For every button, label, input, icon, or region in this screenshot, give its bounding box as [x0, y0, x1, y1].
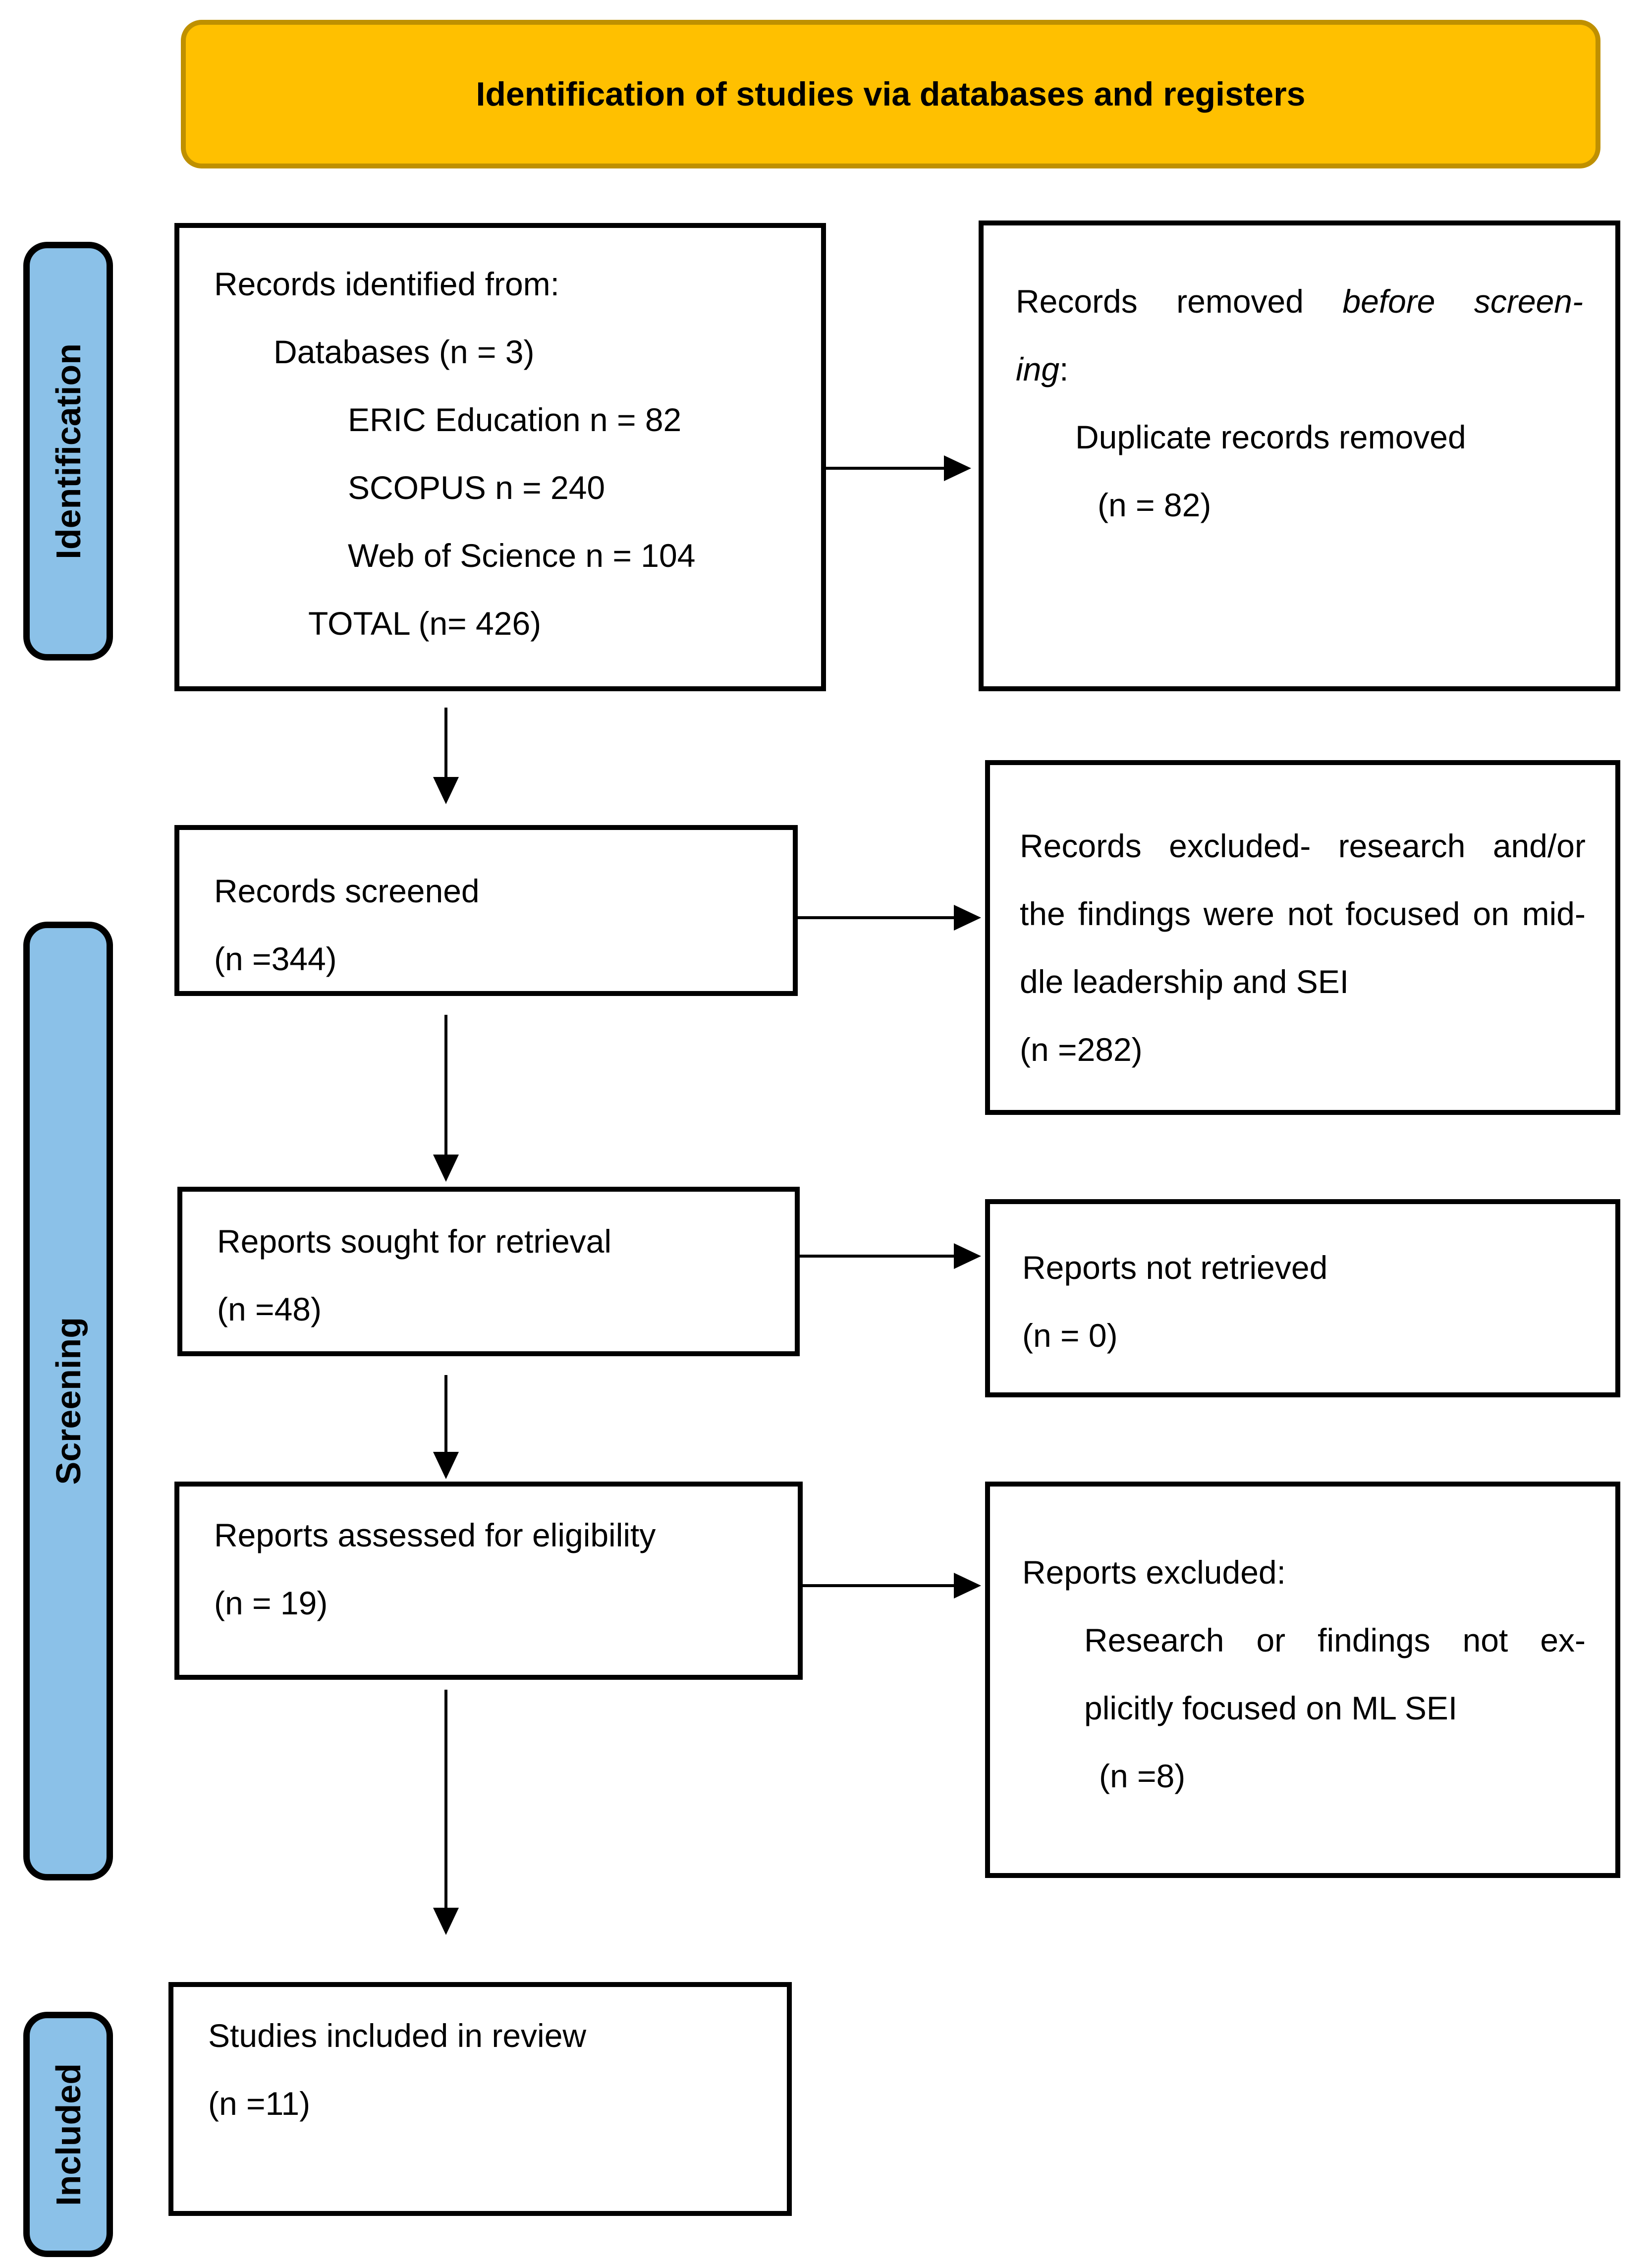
arrow-screened-to-excluded-head — [954, 905, 981, 931]
removed-line-4: (n = 82) — [1098, 487, 1211, 523]
reports-excluded-line-2: Research or findings not ex- — [1084, 1622, 1586, 1658]
header-title: Identification of studies via databases … — [476, 75, 1306, 113]
records-excluded-line-1: Records excluded- research and/or — [1020, 828, 1586, 864]
removed-line-1-italic: before screen- — [1342, 283, 1583, 320]
arrow-sought-to-assessed-head — [433, 1452, 459, 1479]
stage-label-included: Included — [49, 2063, 88, 2206]
arrow-sought-to-assessed-stem — [444, 1375, 447, 1452]
box-reports-assessed: Reports assessed for eligibility (n = 19… — [174, 1482, 803, 1680]
removed-line-2-italic: ing — [1016, 351, 1060, 387]
arrow-screened-to-sought-stem — [444, 1015, 447, 1155]
sought-line-2: (n =48) — [217, 1291, 322, 1327]
records-excluded-line-2: the findings were not focused on mid- — [1020, 895, 1586, 932]
included-line-2: (n =11) — [208, 2085, 311, 2122]
arrow-assessed-to-excluded-stem — [803, 1584, 954, 1587]
identified-line-5: Web of Science n = 104 — [348, 537, 696, 574]
header-banner: Identification of studies via databases … — [181, 20, 1600, 168]
identified-line-2: Databases (n = 3) — [274, 333, 535, 370]
arrow-assessed-to-included-stem — [444, 1690, 447, 1908]
stage-label-screening: Screening — [49, 1317, 88, 1485]
not-retrieved-line-1: Reports not retrieved — [1022, 1249, 1328, 1286]
arrow-screened-to-excluded-stem — [798, 916, 954, 919]
box-reports-sought: Reports sought for retrieval (n =48) — [177, 1187, 800, 1356]
box-records-identified: Records identified from: Databases (n = … — [174, 223, 826, 691]
arrow-identified-to-screened-head — [433, 777, 459, 804]
assessed-line-2: (n = 19) — [214, 1585, 328, 1621]
arrow-assessed-to-excluded-head — [954, 1573, 981, 1599]
screened-line-2: (n =344) — [214, 940, 337, 977]
stage-label-identification: Identification — [49, 343, 88, 559]
arrow-sought-to-not-retrieved-head — [954, 1243, 981, 1269]
screened-line-1: Records screened — [214, 873, 480, 909]
arrow-screened-to-sought-head — [433, 1155, 459, 1182]
identified-line-6: TOTAL (n= 426) — [308, 605, 542, 642]
arrow-identified-to-screened-stem — [444, 708, 447, 777]
records-excluded-line-4: (n =282) — [1020, 1031, 1143, 1068]
box-reports-not-retrieved: Reports not retrieved (n = 0) — [985, 1199, 1620, 1397]
box-reports-excluded: Reports excluded: Research or findings n… — [985, 1482, 1620, 1878]
arrow-identified-to-removed-head — [944, 455, 971, 481]
identified-line-4: SCOPUS n = 240 — [348, 469, 606, 506]
arrow-assessed-to-included-head — [433, 1908, 459, 1935]
box-studies-included: Studies included in review (n =11) — [168, 1982, 792, 2216]
stage-bar-included: Included — [23, 2012, 113, 2257]
reports-excluded-line-4: (n =8) — [1099, 1758, 1186, 1794]
stage-bar-identification: Identification — [23, 242, 113, 661]
removed-line-1-normal: Records removed — [1016, 283, 1304, 320]
identified-line-3: ERIC Education n = 82 — [348, 401, 682, 438]
removed-line-2: ing: — [984, 335, 1615, 403]
reports-excluded-line-3: plicitly focused on ML SEI — [1084, 1690, 1458, 1726]
removed-line-2-colon: : — [1059, 351, 1069, 387]
identified-line-1: Records identified from: — [214, 266, 559, 302]
box-records-removed: Records removed before screen- ing: Dupl… — [979, 221, 1620, 691]
assessed-line-1: Reports assessed for eligibility — [214, 1517, 656, 1553]
box-records-screened: Records screened (n =344) — [174, 825, 798, 996]
removed-line-1: Records removed before screen- — [984, 268, 1615, 335]
removed-line-3: Duplicate records removed — [1075, 419, 1466, 455]
box-records-excluded: Records excluded- research and/or the fi… — [985, 760, 1620, 1115]
sought-line-1: Reports sought for retrieval — [217, 1223, 612, 1260]
arrow-identified-to-removed-stem — [825, 467, 944, 470]
stage-bar-screening: Screening — [23, 922, 113, 1880]
included-line-1: Studies included in review — [208, 2017, 587, 2054]
reports-excluded-line-1: Reports excluded: — [1022, 1554, 1286, 1591]
not-retrieved-line-2: (n = 0) — [1022, 1317, 1118, 1354]
arrow-sought-to-not-retrieved-stem — [800, 1255, 954, 1258]
records-excluded-line-3: dle leadership and SEI — [1020, 963, 1349, 1000]
